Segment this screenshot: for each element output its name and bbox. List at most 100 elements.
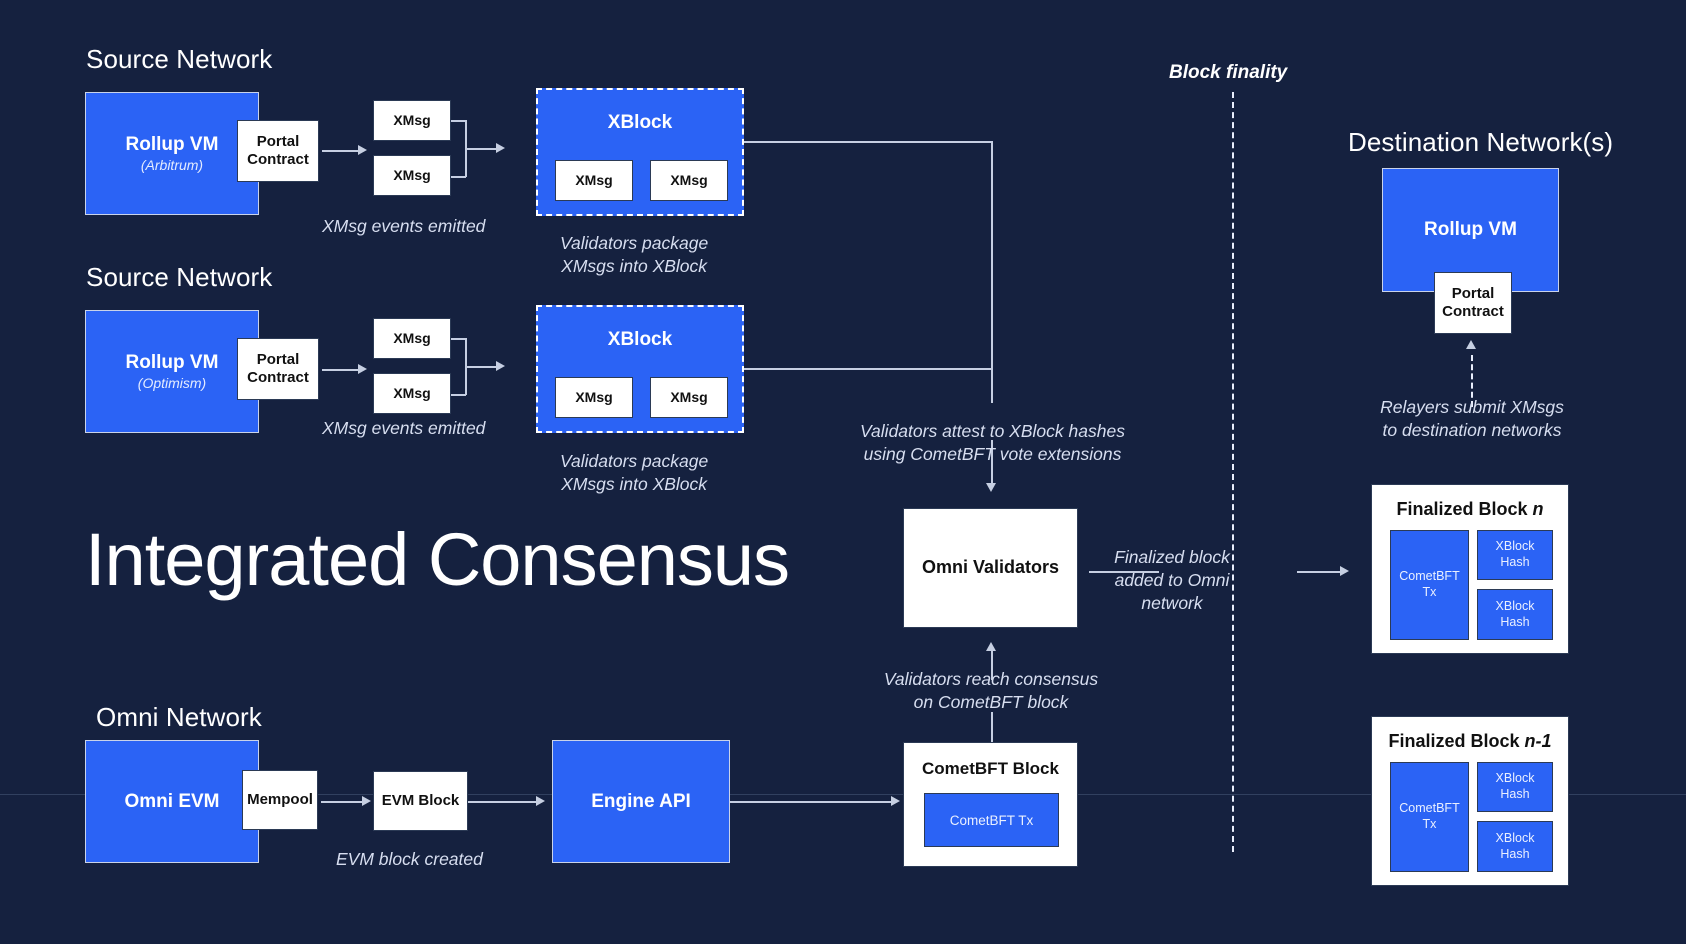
finalized-block-n-minus-1-hash-1: XBlock Hash bbox=[1477, 762, 1553, 812]
background-scanline bbox=[0, 794, 1686, 795]
cometbft-block-card: CometBFT Block CometBFT Tx bbox=[903, 742, 1078, 867]
xblock2-out-line bbox=[744, 368, 992, 370]
finalized-block-n-minus-1-cometbft-tx: CometBFT Tx bbox=[1390, 762, 1469, 872]
omni-validators-box: Omni Validators bbox=[903, 508, 1078, 628]
finalized-block-n-minus-1: Finalized Block n-1 CometBFT Tx XBlock H… bbox=[1371, 716, 1569, 886]
xmsg-box-1b: XMsg bbox=[373, 155, 451, 196]
caption-attest-line2: using CometBFT vote extensions bbox=[863, 444, 1122, 465]
merge-out-2 bbox=[465, 366, 498, 368]
block-finality-label: Block finality bbox=[1169, 62, 1288, 83]
cometbft-block-title: CometBFT Block bbox=[922, 759, 1059, 778]
arrowhead-engineapi-to-cometbft bbox=[891, 796, 900, 806]
rollup-vm-optimism: Rollup VM (Optimism) bbox=[85, 310, 259, 433]
xblock-1: XBlock XMsg XMsg bbox=[536, 88, 744, 216]
portal-contract-1: Portal Contract bbox=[237, 120, 319, 182]
merge-bottom-2 bbox=[451, 394, 466, 396]
caption-consensus: Validators reach consensus on CometBFT b… bbox=[860, 668, 1122, 714]
destination-rollup-vm: Rollup VM bbox=[1382, 168, 1559, 292]
merge-out-1 bbox=[465, 148, 498, 150]
finalized-block-n-minus-1-title: Finalized Block n-1 bbox=[1372, 731, 1568, 752]
engine-api-title: Engine API bbox=[591, 790, 691, 812]
rollup-vm-title: Rollup VM bbox=[125, 134, 219, 156]
xblock1-out-line bbox=[744, 141, 992, 143]
finalized-block-n-title: Finalized Block n bbox=[1372, 499, 1568, 520]
engine-api-box: Engine API bbox=[552, 740, 730, 863]
caption-xblock-2: Validators package XMsgs into XBlock bbox=[560, 450, 708, 496]
arrowhead-portal-to-xmsg-2 bbox=[358, 364, 367, 374]
xblock-2-xmsg-b: XMsg bbox=[650, 377, 728, 418]
mempool-box: Mempool bbox=[242, 770, 318, 830]
caption-relayers: Relayers submit XMsgs to destination net… bbox=[1346, 396, 1598, 442]
caption-xblock-2-line2: XMsgs into XBlock bbox=[561, 474, 708, 495]
caption-finalized-line1: Finalized block bbox=[1114, 547, 1230, 567]
caption-relayer-line2: to destination networks bbox=[1382, 420, 1562, 441]
merge-bottom-1 bbox=[451, 176, 466, 178]
section-label-source-network-2: Source Network bbox=[86, 262, 273, 292]
arrowhead-relayer-up bbox=[1466, 340, 1476, 349]
xblock-merge-vertical bbox=[991, 141, 993, 403]
rollup-vm-subtitle-2: (Optimism) bbox=[137, 374, 207, 391]
xblock-title-2: XBlock bbox=[607, 329, 673, 350]
finalized-block-n-cometbft-tx: CometBFT Tx bbox=[1390, 530, 1469, 640]
finalized-block-n-title-main: Finalized Block bbox=[1396, 499, 1533, 519]
attest-down-line bbox=[991, 440, 993, 485]
caption-finalized-line2: added to Omni bbox=[1114, 570, 1230, 591]
cometbft-tx-inner: CometBFT Tx bbox=[924, 793, 1059, 847]
xblock-1-xmsg-b: XMsg bbox=[650, 160, 728, 201]
arrowhead-mempool-to-evmblock bbox=[362, 796, 371, 806]
rollup-vm-title-2: Rollup VM bbox=[125, 352, 219, 374]
connector-engineapi-to-cometbft bbox=[730, 801, 892, 803]
connector-portal-to-xmsg-1 bbox=[322, 150, 359, 152]
caption-consensus-line2: on CometBFT block bbox=[913, 692, 1069, 713]
arrowhead-to-finalized-block bbox=[1340, 566, 1349, 576]
merge-top-2 bbox=[451, 338, 466, 340]
xblock-2-xmsg-a: XMsg bbox=[555, 377, 633, 418]
finalized-block-n-hash-2: XBlock Hash bbox=[1477, 589, 1553, 640]
finalized-block-n-hash-1: XBlock Hash bbox=[1477, 530, 1553, 580]
arrowhead-evmblock-to-engineapi bbox=[536, 796, 545, 806]
xblock-title-1: XBlock bbox=[607, 112, 673, 133]
caption-xblock-2-line1: Validators package bbox=[560, 451, 709, 471]
caption-validators-attest: Validators attest to XBlock hashes using… bbox=[845, 420, 1140, 466]
caption-xblock-1-line2: XMsgs into XBlock bbox=[561, 256, 708, 277]
consensus-up-line bbox=[991, 650, 993, 680]
finalized-block-n-title-index: n bbox=[1532, 499, 1544, 519]
finalized-block-n-minus-1-title-index: n-1 bbox=[1524, 731, 1552, 751]
destination-rollup-vm-title: Rollup VM bbox=[1424, 219, 1517, 241]
arrowhead-merge-2 bbox=[496, 361, 505, 371]
merge-top-1 bbox=[451, 120, 466, 122]
finalized-block-n: Finalized Block n CometBFT Tx XBlock Has… bbox=[1371, 484, 1569, 654]
section-label-omni-network: Omni Network bbox=[96, 702, 262, 732]
rollup-vm-arbitrum: Rollup VM (Arbitrum) bbox=[85, 92, 259, 215]
xmsg-box-2b: XMsg bbox=[373, 373, 451, 414]
connector-mempool-to-evmblock bbox=[321, 801, 363, 803]
caption-finalized-block-added: Finalized block added to Omni network bbox=[1097, 546, 1247, 615]
portal-contract-2: Portal Contract bbox=[237, 338, 319, 400]
connector-portal-to-xmsg-2 bbox=[322, 369, 359, 371]
connector-validators-to-finalized-right bbox=[1297, 571, 1342, 573]
arrowhead-attest-down bbox=[986, 483, 996, 492]
arrowhead-merge-1 bbox=[496, 143, 505, 153]
rollup-vm-subtitle: (Arbitrum) bbox=[140, 156, 204, 173]
caption-xblock-1-line1: Validators package bbox=[560, 233, 709, 253]
destination-portal-contract: Portal Contract bbox=[1434, 272, 1512, 334]
omni-evm-title: Omni EVM bbox=[124, 790, 220, 812]
connector-evmblock-to-engineapi bbox=[468, 801, 537, 803]
xblock-2: XBlock XMsg XMsg bbox=[536, 305, 744, 433]
evm-block-box: EVM Block bbox=[373, 771, 468, 831]
caption-consensus-line1: Validators reach consensus bbox=[883, 669, 1099, 689]
connector-validators-to-finalized-left bbox=[1089, 571, 1159, 573]
relayer-dashed-connector bbox=[1471, 355, 1473, 407]
finalized-block-n-minus-1-hash-2: XBlock Hash bbox=[1477, 821, 1553, 872]
cometbft-to-consensus-line bbox=[991, 712, 993, 742]
arrowhead-portal-to-xmsg-1 bbox=[358, 145, 367, 155]
section-label-source-network-1: Source Network bbox=[86, 44, 273, 74]
caption-xmsg-events-1: XMsg events emitted bbox=[322, 216, 486, 236]
caption-xmsg-events-2: XMsg events emitted bbox=[322, 418, 486, 438]
page-title: Integrated Consensus bbox=[85, 518, 790, 601]
caption-evm-block-created: EVM block created bbox=[336, 849, 483, 869]
caption-finalized-line3: network bbox=[1141, 593, 1203, 614]
xmsg-box-2a: XMsg bbox=[373, 318, 451, 359]
caption-relayer-line1: Relayers submit XMsgs bbox=[1380, 397, 1564, 417]
